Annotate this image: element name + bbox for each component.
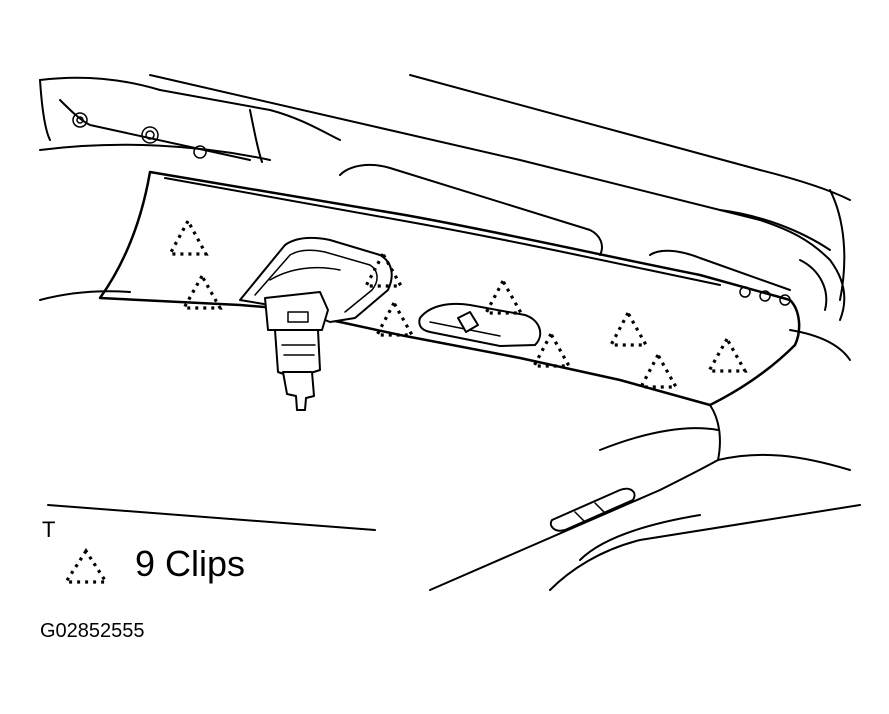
- clip-marker-1: [167, 217, 209, 256]
- clip-markers: [167, 217, 748, 389]
- roof-frame: [39, 74, 851, 361]
- clip-marker-8: [638, 351, 679, 389]
- legend-label: 9 Clips: [135, 543, 246, 584]
- ceiling-surface: [39, 290, 861, 591]
- clip-marker-5: [483, 277, 524, 315]
- clip-marker-4: [374, 299, 415, 337]
- visor-hook: [418, 302, 542, 347]
- headliner-panel: [98, 170, 801, 407]
- view-letter: T: [42, 517, 56, 542]
- figure-id: G02852555: [40, 620, 145, 642]
- clip-marker-3: [363, 250, 404, 288]
- clip-marker-2: [181, 272, 223, 310]
- clip-marker-9: [706, 335, 748, 373]
- dashed-triangle-clip-icon: [63, 548, 109, 584]
- removed-clip-part: [264, 291, 329, 411]
- clip-marker-6: [531, 330, 572, 368]
- clip-marker-7: [608, 309, 649, 347]
